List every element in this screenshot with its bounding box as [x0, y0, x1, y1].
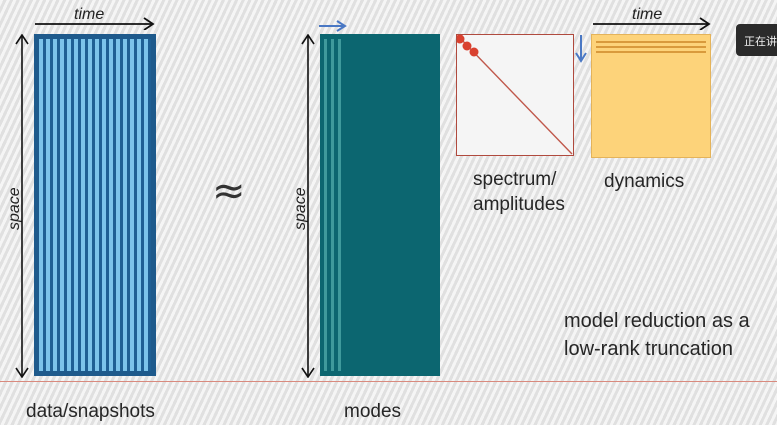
dynamics-label: dynamics — [604, 171, 685, 192]
data-matrix — [34, 34, 156, 376]
dynamics-row-2 — [596, 46, 706, 48]
dynamics-row-1 — [596, 41, 706, 43]
dynamics-direction-arrow-icon — [575, 35, 587, 63]
spectrum-matrix — [456, 34, 574, 156]
modes-label: modes — [344, 401, 402, 422]
snapshot-columns — [39, 39, 151, 371]
time-label-left: time — [74, 6, 105, 23]
dynamics-row-3 — [596, 51, 706, 53]
spectrum-label: spectrum/ — [473, 169, 557, 190]
time-label-right: time — [632, 6, 663, 23]
live-caption-tooltip: 正在讲 — [736, 24, 777, 56]
baseline-divider — [0, 381, 777, 382]
mode-column-3 — [338, 39, 341, 371]
modes-matrix — [320, 34, 440, 376]
spectrum-diagonal — [457, 35, 573, 155]
dynamics-matrix — [591, 34, 711, 158]
mode-direction-arrow-icon — [319, 20, 347, 32]
data-snapshots-label: data/snapshots — [26, 401, 155, 422]
singular-value-dot-2 — [462, 41, 472, 51]
caption-line-2: low-rank truncation — [564, 338, 733, 360]
singular-value-dot-1 — [457, 35, 465, 44]
mode-column-1 — [324, 39, 327, 371]
amplitudes-label: amplitudes — [473, 194, 565, 215]
space-arrow-right-icon — [301, 34, 315, 378]
space-arrow-left-icon — [15, 34, 29, 378]
time-arrow-right-icon — [593, 17, 711, 30]
mode-column-2 — [331, 39, 334, 371]
caption-line-1: model reduction as a — [564, 310, 750, 332]
approx-symbol: ≈ — [212, 168, 246, 214]
singular-value-dot-3 — [469, 47, 479, 57]
time-arrow-left-icon — [35, 17, 155, 30]
